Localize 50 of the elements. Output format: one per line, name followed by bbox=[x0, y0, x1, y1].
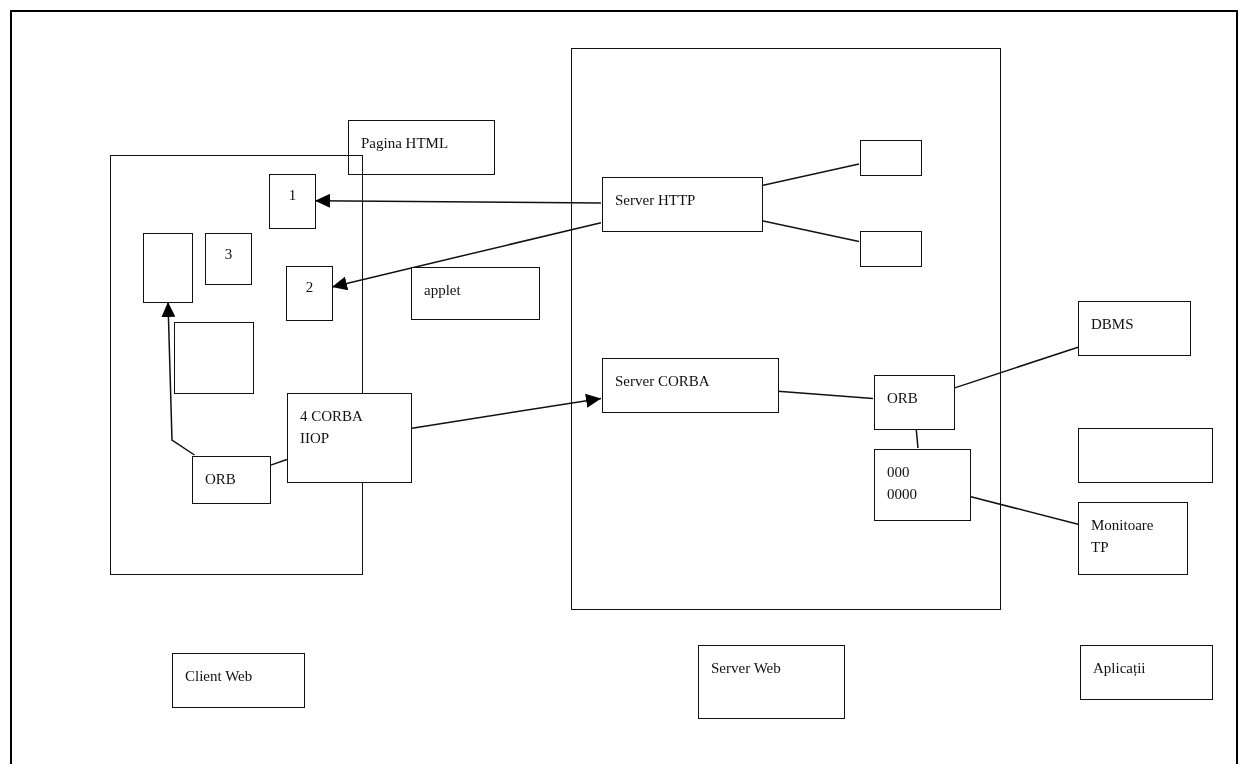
arrow bbox=[314, 193, 602, 208]
label-box bbox=[1078, 502, 1188, 575]
container-box bbox=[110, 155, 363, 575]
empty-box bbox=[174, 322, 254, 394]
box-label: 1 bbox=[287, 186, 298, 205]
container-box bbox=[571, 48, 1001, 610]
connector-line bbox=[269, 458, 288, 467]
box-label: Aplicații bbox=[1093, 659, 1147, 678]
box-label: Server HTTP bbox=[615, 191, 697, 210]
box-label: Pagina HTML bbox=[361, 134, 450, 153]
box-label: 000 0000 bbox=[887, 463, 918, 504]
arrow bbox=[411, 393, 602, 429]
box-label: Server Web bbox=[711, 659, 782, 678]
box-label: 3 bbox=[223, 245, 234, 264]
empty-box bbox=[143, 233, 193, 303]
label-box bbox=[269, 174, 316, 229]
label-box bbox=[874, 375, 955, 430]
label-box bbox=[172, 653, 305, 708]
connector-line bbox=[777, 390, 874, 400]
label-box bbox=[286, 266, 333, 321]
box-label: Monitoare TP bbox=[1091, 516, 1155, 557]
connector-line bbox=[953, 346, 1079, 389]
label-box bbox=[1080, 645, 1213, 700]
label-box bbox=[205, 233, 252, 285]
box-label: Client Web bbox=[185, 667, 254, 686]
empty-box bbox=[1078, 428, 1213, 483]
connector-line bbox=[761, 219, 860, 243]
label-box bbox=[192, 456, 271, 504]
box-label: ORB bbox=[205, 470, 237, 489]
label-box bbox=[1078, 301, 1191, 356]
empty-box bbox=[860, 231, 922, 267]
box-label: 4 CORBA IIOP bbox=[300, 407, 364, 448]
box-label: DBMS bbox=[1091, 315, 1135, 334]
box-label: ORB bbox=[887, 389, 919, 408]
empty-box bbox=[860, 140, 922, 176]
label-box bbox=[287, 393, 412, 483]
label-box bbox=[348, 120, 495, 175]
arrow bbox=[161, 301, 196, 456]
arrow bbox=[331, 221, 602, 291]
box-label: 2 bbox=[304, 278, 315, 297]
label-box bbox=[874, 449, 971, 521]
label-box bbox=[411, 267, 540, 320]
box-label: Server CORBA bbox=[615, 372, 711, 391]
label-box bbox=[602, 358, 779, 413]
connector-line bbox=[761, 163, 860, 187]
box-label: applet bbox=[424, 281, 462, 300]
connector-line bbox=[969, 495, 1079, 526]
label-box bbox=[698, 645, 845, 719]
connector-line bbox=[915, 428, 919, 449]
label-box bbox=[602, 177, 763, 232]
